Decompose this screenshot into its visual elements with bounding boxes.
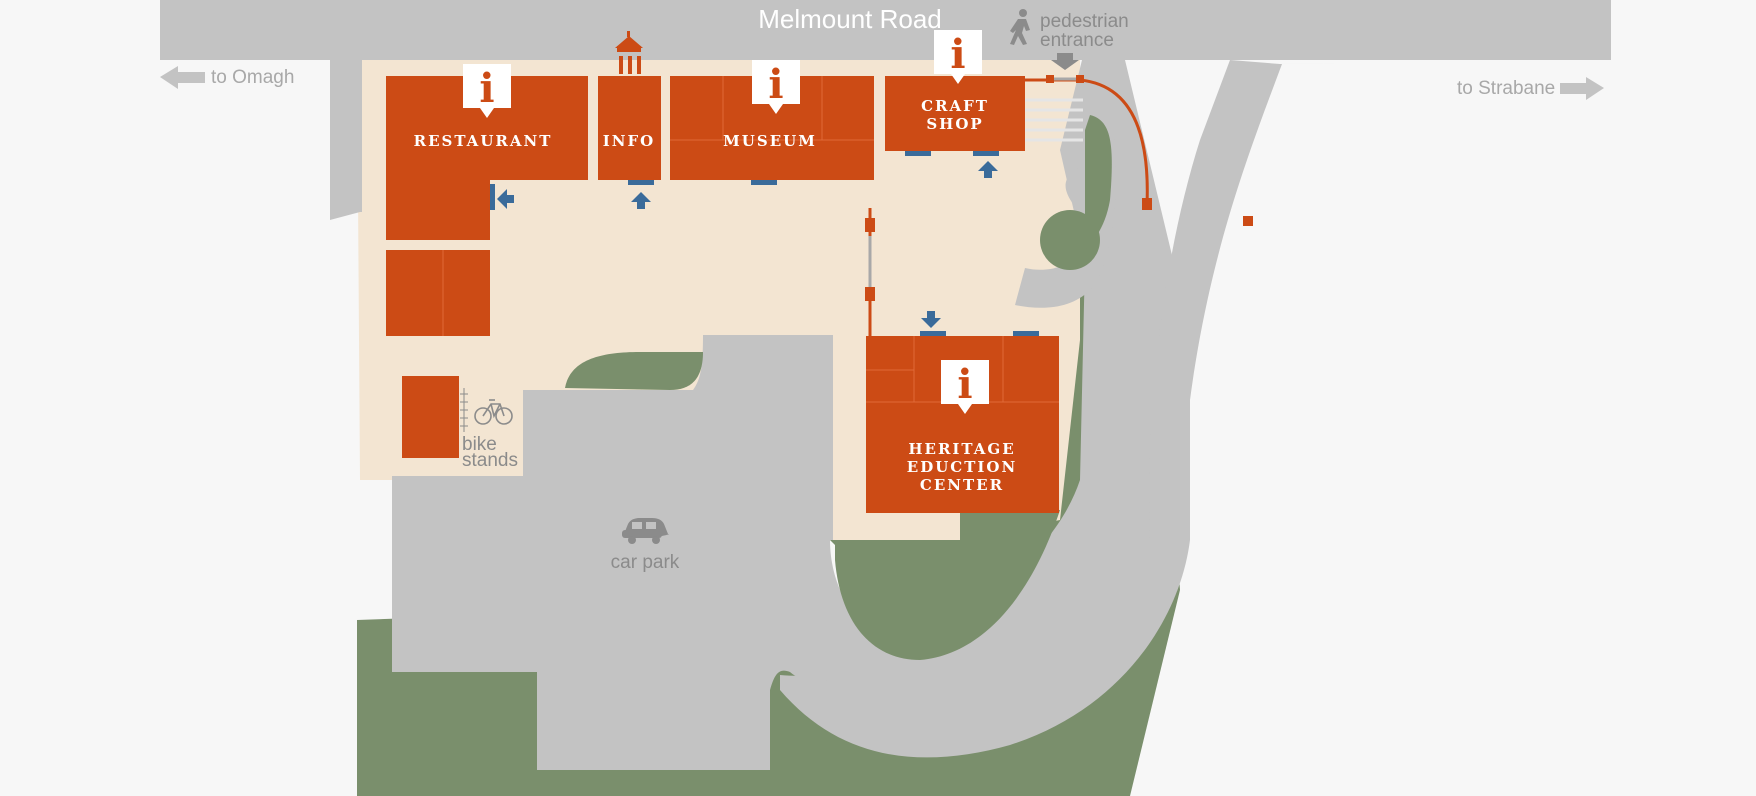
grass-patch bbox=[565, 352, 703, 390]
craft-shop-building[interactable]: CRAFT SHOP bbox=[885, 76, 1025, 151]
svg-text:i: i bbox=[768, 61, 783, 108]
bike-stands-label-1: bike bbox=[462, 434, 497, 455]
car-icon bbox=[622, 518, 669, 544]
pedestrian-entrance-label-2: entrance bbox=[1040, 30, 1114, 51]
bandstand-icon bbox=[615, 31, 643, 74]
boundary-wall bbox=[1025, 78, 1149, 206]
wall-post bbox=[1046, 75, 1054, 83]
car-park-area bbox=[392, 335, 900, 770]
info-marker-icon[interactable]: i bbox=[934, 30, 982, 84]
info-marker-icon[interactable]: i bbox=[752, 60, 800, 114]
craft-shop-label-1: CRAFT bbox=[921, 97, 989, 115]
craft-shop-label-2: SHOP bbox=[926, 115, 983, 133]
wall-post bbox=[865, 218, 875, 232]
left-arrow-icon bbox=[160, 66, 205, 89]
car-park-label: car park bbox=[611, 552, 680, 573]
side-road bbox=[330, 52, 362, 220]
to-omagh-label: to Omagh bbox=[211, 67, 294, 88]
info-label: INFO bbox=[603, 132, 655, 150]
info-building[interactable]: INFO bbox=[598, 76, 661, 180]
info-marker-icon[interactable]: i bbox=[941, 360, 989, 414]
heritage-label-3: CENTER bbox=[920, 476, 1004, 494]
main-road bbox=[160, 0, 1611, 60]
bike-icon bbox=[474, 399, 513, 425]
right-road bbox=[1149, 60, 1611, 540]
annex-building bbox=[386, 250, 490, 336]
down-arrow-icon bbox=[1051, 53, 1079, 70]
pedestrian-entrance-label-1: pedestrian bbox=[1040, 11, 1129, 32]
svg-text:i: i bbox=[957, 361, 972, 408]
to-strabane-label: to Strabane bbox=[1457, 78, 1555, 99]
road-name: Melmount Road bbox=[758, 4, 942, 34]
restaurant-building[interactable]: RESTAURANT bbox=[386, 76, 588, 240]
steps bbox=[1025, 98, 1083, 142]
heritage-label-1: HERITAGE bbox=[908, 440, 1015, 458]
restaurant-label: RESTAURANT bbox=[414, 132, 553, 150]
entrance-markers bbox=[490, 151, 1039, 336]
right-arrow-icon bbox=[1560, 77, 1604, 100]
svg-text:i: i bbox=[479, 65, 494, 112]
wall-post bbox=[865, 287, 875, 301]
grass-strip bbox=[1085, 115, 1112, 250]
pedestrian-icon bbox=[1010, 9, 1030, 45]
bike-shelter-building bbox=[402, 376, 459, 458]
info-marker-icon[interactable]: i bbox=[463, 64, 511, 118]
grass-patch bbox=[835, 510, 1060, 660]
bike-rack-icon bbox=[460, 388, 468, 432]
entrance-arrow-icon bbox=[497, 161, 998, 328]
heritage-label-2: EDUCTION bbox=[907, 458, 1017, 476]
wall-post bbox=[1142, 198, 1152, 210]
wall-post bbox=[1076, 75, 1084, 83]
wall-post bbox=[1243, 216, 1253, 226]
bike-stands-label-2: stands bbox=[462, 450, 518, 471]
museum-label: MUSEUM bbox=[723, 132, 817, 150]
svg-text:i: i bbox=[950, 31, 965, 78]
